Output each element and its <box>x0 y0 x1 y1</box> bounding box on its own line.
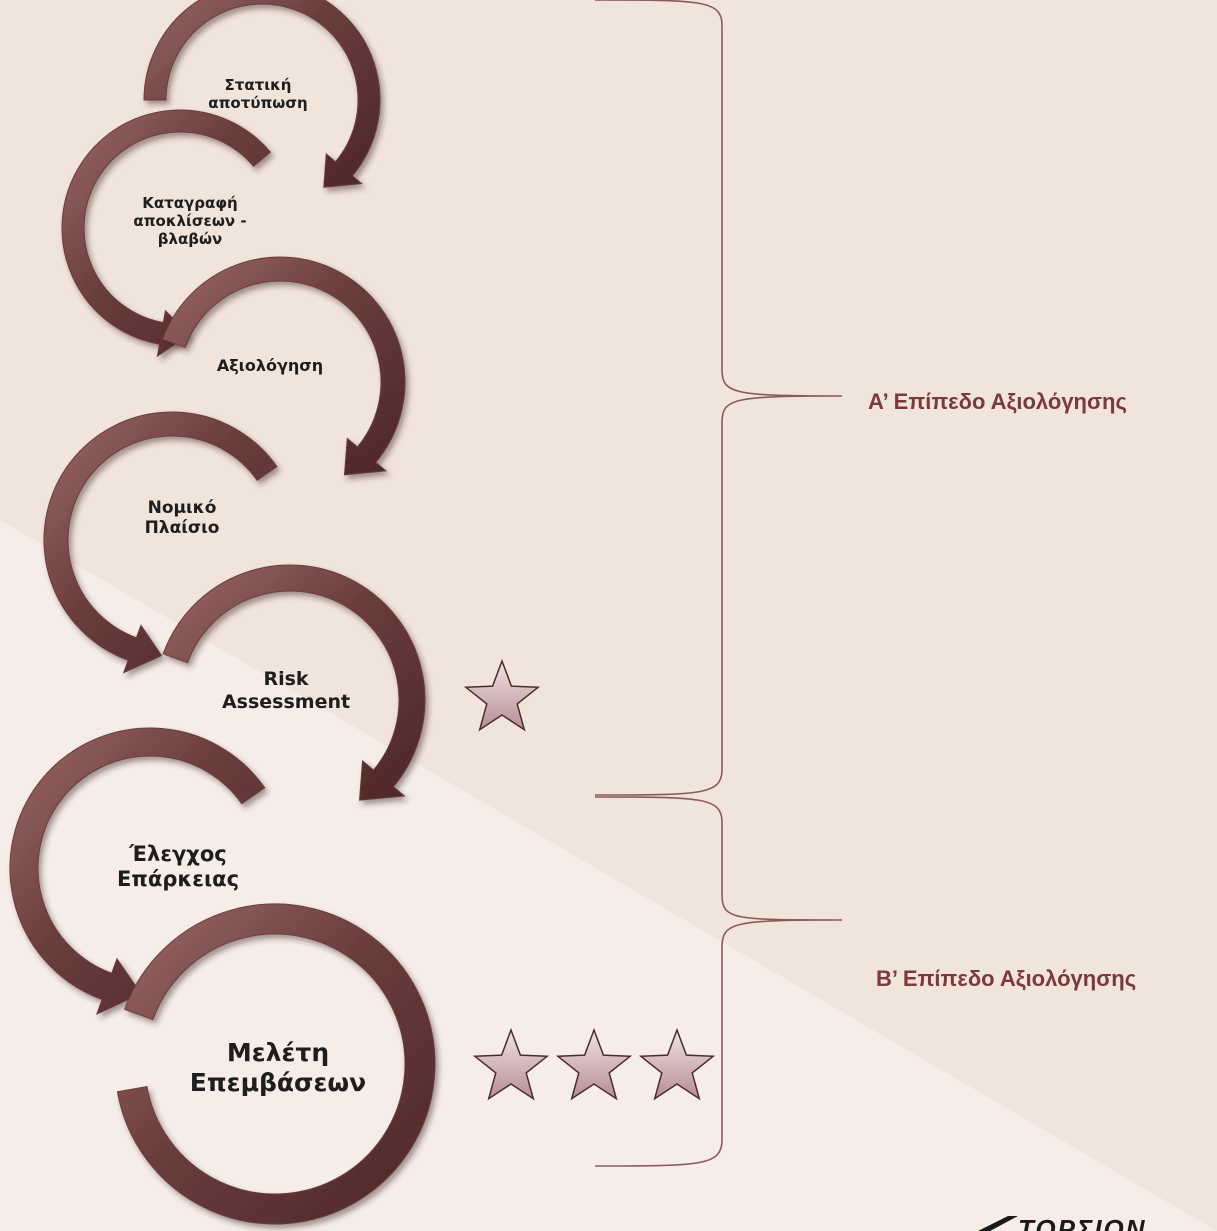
step-label-intervention-study: Μελέτη Επεμβάσεων <box>189 1038 367 1097</box>
intervention-study-star-icon <box>472 1027 550 1101</box>
intervention-study-star-icon <box>555 1027 633 1101</box>
step-label-adequacy-check: Έλεγχος Επάρκειας <box>116 842 240 892</box>
logo-text: ΤΟΡΣΙΟΝ <box>1018 1214 1147 1231</box>
arrow-adequacy-check <box>9 727 266 1015</box>
level-b-label: Β’ Επίπεδο Αξιολόγησης <box>876 966 1137 991</box>
step-label-static-survey: Στατική αποτύπωση <box>208 76 308 112</box>
company-logo: ΤΟΡΣΙΟΝ <box>968 1212 1217 1231</box>
rating-stars <box>463 658 716 1101</box>
arrow-static-survey <box>143 0 381 188</box>
arrow-risk-assessment <box>162 564 426 801</box>
step-label-evaluation: Αξιολόγηση <box>216 356 324 375</box>
logo-mark-icon <box>978 1216 1018 1231</box>
arrow-legal-framework <box>43 411 278 674</box>
intervention-study-star-icon <box>638 1027 716 1101</box>
step-label-deviations-damages: Καταγραφή αποκλίσεων - βλαβών <box>133 194 247 248</box>
circular-arrows <box>9 0 436 1225</box>
bracket-level-b <box>594 796 843 1167</box>
arrow-intervention-study <box>116 903 436 1225</box>
risk-assessment-star-icon <box>463 658 541 732</box>
step-label-legal-framework: Νομικό Πλαίσιο <box>144 498 220 539</box>
bracket-level-a <box>594 0 843 796</box>
arrow-evaluation <box>161 256 406 476</box>
background-lower-triangle <box>0 520 1217 1231</box>
level-a-label: Α’ Επίπεδο Αξιολόγησης <box>868 389 1127 414</box>
arrow-deviations-damages <box>61 109 272 358</box>
step-label-risk-assessment: Risk Assessment <box>221 668 351 713</box>
